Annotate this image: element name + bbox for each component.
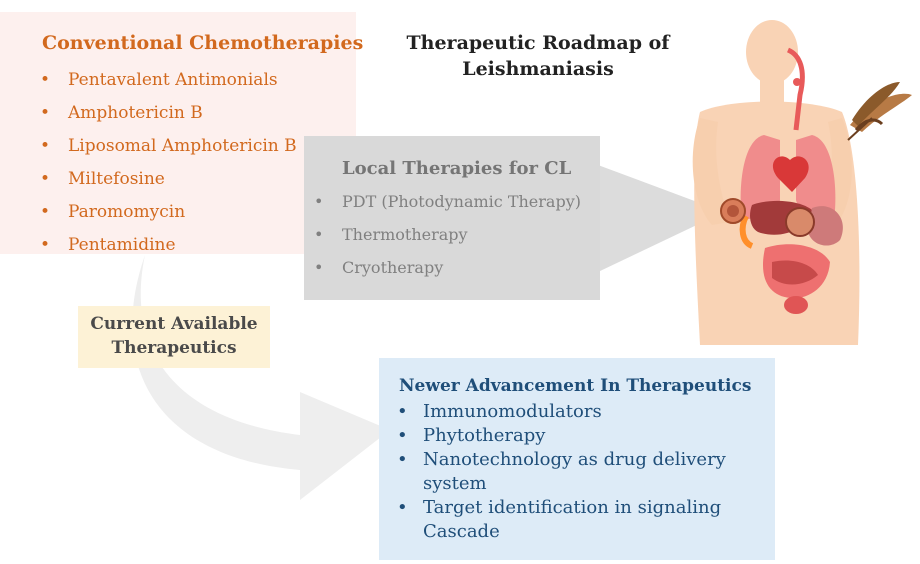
bullet: • (397, 401, 408, 422)
therapy-name: Thermotherapy (342, 225, 468, 244)
therapeutic-name: Target identification in signaling Casca… (423, 497, 722, 542)
bullet: • (314, 225, 324, 244)
list-item: • Cryotherapy (314, 258, 581, 291)
bullet: • (40, 235, 51, 255)
list-item: • Liposomal Amphotericin B (40, 136, 297, 169)
conventional-chemotherapies-title: Conventional Chemotherapies (42, 32, 364, 54)
newer-advancement-title: Newer Advancement In Therapeutics (399, 376, 752, 396)
flow-arrow (132, 255, 390, 500)
list-item: • Paromomycin (40, 202, 297, 235)
bullet: • (314, 192, 324, 211)
diagram-title: Therapeutic Roadmap of Leishmaniasis (406, 32, 670, 80)
list-item: • Pentavalent Antimonials (40, 70, 297, 103)
list-item: • Immunomodulators (397, 400, 757, 424)
list-item: • Amphotericin B (40, 103, 297, 136)
bullet: • (40, 70, 51, 90)
local-therapies-list: • PDT (Photodynamic Therapy) • Thermothera… (314, 192, 581, 291)
bullet: • (40, 136, 51, 156)
bullet: • (40, 103, 51, 123)
list-item: • PDT (Photodynamic Therapy) (314, 192, 581, 225)
chemotherapy-name: Amphotericin B (68, 103, 203, 123)
bullet: • (397, 497, 408, 518)
list-item: • Target identification in signaling Casc… (397, 496, 757, 544)
bullet: • (314, 258, 324, 277)
local-therapies-panel: Local Therapies for CL • PDT (Photodynami… (304, 136, 600, 300)
projection-beam (598, 165, 724, 272)
sandfly-illustration (847, 82, 912, 141)
chemotherapy-name: Pentamidine (68, 235, 176, 255)
list-item: • Pentamidine (40, 235, 297, 268)
therapy-name: Cryotherapy (342, 258, 444, 277)
chemotherapy-name: Paromomycin (68, 202, 186, 222)
list-item: • Miltefosine (40, 169, 297, 202)
list-item: • Thermotherapy (314, 225, 581, 258)
human-body-illustration (692, 20, 860, 345)
bullet: • (40, 202, 51, 222)
bullet: • (40, 169, 51, 189)
newer-advancement-panel: Newer Advancement In Therapeutics • Immun… (379, 358, 775, 560)
therapy-name: PDT (Photodynamic Therapy) (342, 192, 581, 211)
chemotherapy-name: Liposomal Amphotericin B (68, 136, 297, 156)
therapeutic-name: Phytotherapy (423, 425, 546, 446)
conventional-chemotherapies-list: • Pentavalent Antimonials • Amphotericin B… (40, 70, 297, 268)
bullet: • (397, 425, 408, 446)
bullet: • (397, 449, 408, 470)
chemotherapy-name: Pentavalent Antimonials (68, 70, 278, 90)
newer-advancement-list: • Immunomodulators • Phytotherapy • Nanotec… (397, 400, 757, 544)
conventional-chemotherapies-panel: Conventional Chemotherapies • Pentavalent… (0, 12, 363, 255)
current-available-therapeutics-label: Current Available Therapeutics (78, 306, 270, 368)
therapeutic-name: Immunomodulators (423, 401, 602, 422)
local-therapies-title: Local Therapies for CL (342, 158, 572, 179)
list-item: • Phytotherapy (397, 424, 757, 448)
chemotherapy-name: Miltefosine (68, 169, 165, 189)
therapeutic-name: Nanotechnology as drug delivery system (423, 449, 726, 494)
list-item: • Nanotechnology as drug delivery system (397, 448, 757, 496)
